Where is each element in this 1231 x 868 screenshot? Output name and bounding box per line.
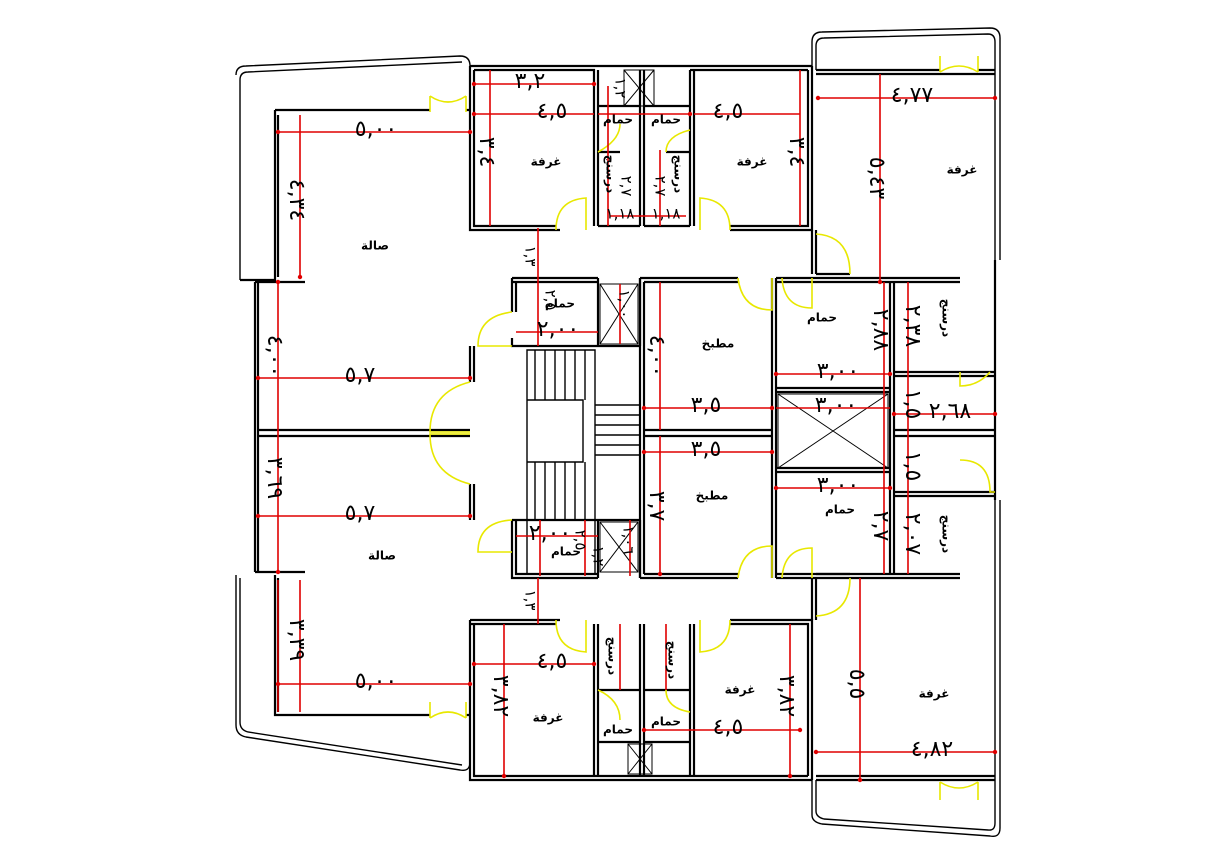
room-bath-bottom-1: حمام <box>603 723 633 738</box>
exterior-walls <box>235 27 1001 838</box>
dim-15-a: ١,٥ <box>900 389 925 420</box>
dim-238: ٢,٣٨ <box>900 305 925 348</box>
room-bedroom-bottom-mid: غرفة <box>725 683 756 697</box>
room-dressing-1: درسنج <box>604 155 618 193</box>
room-kitchen-bottom: مطبخ <box>696 489 729 503</box>
dim-35-top: ٣,٥ <box>691 393 722 418</box>
dim-288: ٢,٨٨ <box>868 309 893 352</box>
room-bath-bottom-2: حمام <box>651 715 681 730</box>
dim-200-b: ٢,٠٠ <box>529 521 571 546</box>
dim-434: ٤,٣٤ <box>284 179 309 221</box>
dim-13-b: ١,٣ <box>522 590 540 611</box>
room-bath-mid-left-top: حمام <box>545 297 575 312</box>
shafts <box>599 69 889 775</box>
room-bath-top-1: حمام <box>603 113 633 128</box>
room-dressing-4: درسنج <box>940 515 954 553</box>
dim-27-a: ٢,٧ <box>618 176 636 197</box>
room-bath-top-2: حمام <box>651 113 681 128</box>
dim-12-b: ١,٢ <box>590 546 608 567</box>
dim-300-a: ٣,٠٠ <box>817 359 859 384</box>
dim-1-b: ١,٠٦ <box>620 526 638 555</box>
room-bedroom-top-mid: غرفة <box>737 155 768 169</box>
dim-339: ٣,٣٩ <box>284 619 309 661</box>
room-bedroom-bottom-left: غرفة <box>533 711 564 725</box>
dim-55: ٥,٥ <box>844 669 869 700</box>
dim-45-bottom-left: ٤,٥ <box>537 649 568 674</box>
dim-382-left: ٣,٨٢ <box>488 675 513 717</box>
dim-45-bottom-right: ٤,٥ <box>713 715 744 740</box>
room-bath-mid-right-bottom: حمام <box>825 503 855 518</box>
dim-27-b: ٢,٧ <box>652 176 670 197</box>
dim-400: ٤,٠٠ <box>262 335 287 377</box>
dim-3-left-bed: ٣,٤ <box>474 137 499 168</box>
dim-15-b: ١,٥ <box>900 451 925 482</box>
dimension-labels: ٣,٢ ٤,٥ ٤,٥ ٥,٠٠ ٣,٤ ٣,٤ ٤,٧٧ ٥,٤٣ ٤,٣٤ … <box>262 69 971 762</box>
dim-25-a: ٢,٥ <box>542 290 560 311</box>
dim-500-top: ٥,٠٠ <box>355 117 397 142</box>
dimension-dots <box>255 81 998 783</box>
dim-118-b: ١,١٨ <box>652 205 681 223</box>
dim-13-a: ١,٣ <box>522 246 540 267</box>
dim-543: ٥,٤٣ <box>864 157 889 200</box>
dim-32-top: ٣,٢ <box>515 69 546 94</box>
dim-369: ٣,٦٩ <box>262 457 287 499</box>
dim-37-kitchen: ٣,٧ <box>644 491 669 522</box>
room-dressing-2: درسنج <box>672 155 686 193</box>
dim-27: ٢,٧ <box>868 511 893 542</box>
dim-3-right-bed: ٣,٤ <box>784 137 809 168</box>
room-bath-mid-left-bottom: حمام <box>551 545 581 560</box>
dim-200-a: ٢,٠٠ <box>537 317 579 342</box>
dim-382-right: ٣,٨٢ <box>774 675 799 717</box>
room-dressing-3: درسنج <box>940 299 954 337</box>
room-living-top: صالة <box>361 239 389 253</box>
dim-477: ٤,٧٧ <box>891 83 934 108</box>
room-living-bottom: صالة <box>368 549 396 563</box>
dim-400-kitchen: ٤,٠٠ <box>644 335 669 377</box>
doors <box>429 56 995 800</box>
room-bedroom-bottom-right: غرفة <box>919 687 950 701</box>
room-dressing-6: درسنج <box>666 641 680 679</box>
dim-500-bottom: ٥,٠٠ <box>355 669 397 694</box>
dim-12: ١,٢ <box>612 78 630 99</box>
dim-45-top-right: ٤,٥ <box>713 99 744 124</box>
dim-45-top-left: ٤,٥ <box>537 99 568 124</box>
dim-300-b: ٣,٠٠ <box>815 393 857 418</box>
dim-300-c: ٣,٠٠ <box>817 473 859 498</box>
dim-1-a: ١,٠٠ <box>616 290 634 319</box>
dim-207: ٢,٠٧ <box>900 513 925 556</box>
dim-268: ٢,٦٨ <box>929 399 972 424</box>
interior-walls <box>240 64 995 782</box>
room-kitchen-top: مطبخ <box>702 337 735 351</box>
dim-25-b: ٢,٥ <box>572 530 590 551</box>
dim-118-a: ١,١٨ <box>606 205 635 223</box>
dim-35-bottom: ٣,٥ <box>691 437 722 462</box>
room-bedroom-top-left: غرفة <box>531 155 562 169</box>
room-labels: صالة صالة مطبخ مطبخ غرفة غرفة غرفة غرفة … <box>361 113 977 738</box>
dimension-lines <box>258 70 995 780</box>
dim-482: ٤,٨٢ <box>911 737 953 762</box>
room-bath-mid-right-top: حمام <box>807 311 837 326</box>
room-dressing-5: درسنج <box>606 637 620 675</box>
stair-treads <box>534 350 640 520</box>
dim-57-bottom: ٥,٧ <box>345 501 376 526</box>
dim-57-top: ٥,٧ <box>345 363 376 388</box>
room-bedroom-top-right: غرفة <box>947 163 978 177</box>
